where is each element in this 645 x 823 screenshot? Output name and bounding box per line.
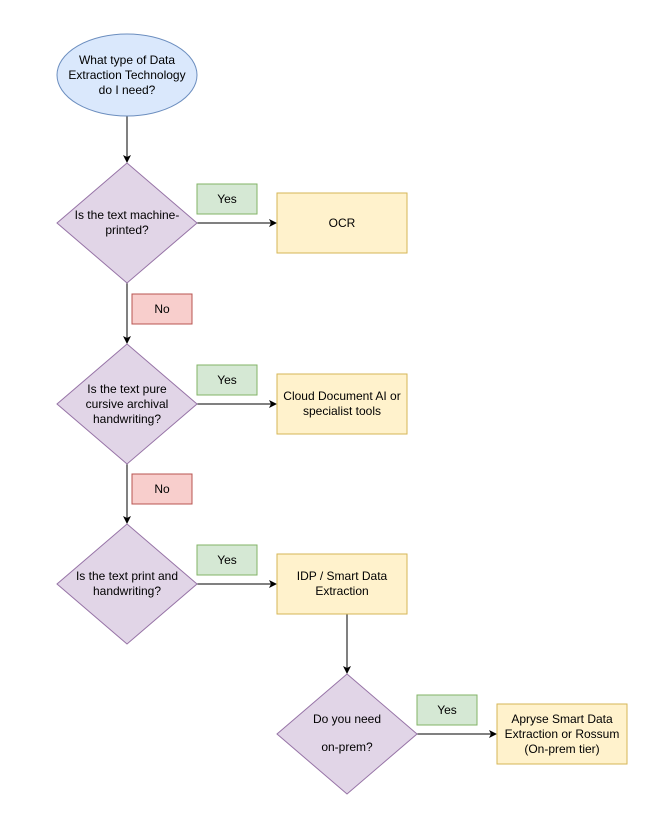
tag-yes-bg-2 [196,364,258,396]
decision-machine-printed [56,162,198,284]
decision-cursive-handwriting [56,343,198,465]
decision-print-and-handwriting [56,523,198,645]
tag-yes-bg-3 [196,544,258,576]
tag-yes-bg-4 [416,694,478,726]
tag-no-bg-2 [131,473,193,505]
decision-on-prem-label-line1: Do you need [312,711,382,726]
decision-on-prem-label-line2: on-prem? [321,739,373,754]
decision-on-prem [276,673,418,795]
result-apryse-rossum-label: Apryse Smart Data Extraction or Rossum (… [504,711,620,756]
result-idp [276,553,408,615]
tag-yes-2: Yes [217,373,237,387]
decision-print-and-handwriting-label: Is the text print and handwriting? [75,569,179,598]
tag-no-bg-1 [131,293,193,325]
tag-yes-4: Yes [437,703,457,717]
tag-yes-1: Yes [217,192,237,206]
result-ocr-label: OCR [328,215,356,230]
tag-no-1: No [154,302,170,316]
tag-no-2: No [154,482,170,496]
decision-machine-printed-label: Is the text machine-printed? [74,208,180,237]
result-idp-label: IDP / Smart Data Extraction [296,569,388,598]
tag-yes-bg-1 [196,183,258,215]
connector-group [123,116,497,738]
result-apryse-rossum [496,703,628,765]
result-cloud-document-ai [276,373,408,435]
tag-yes-3: Yes [217,553,237,567]
result-ocr [276,192,408,254]
decision-cursive-handwriting-label: Is the text pure cursive archival handwr… [85,381,169,426]
result-cloud-document-ai-label: Cloud Document AI or specialist tools [283,389,401,418]
start-node-label: What type of Data Extraction Technology … [68,52,186,97]
start-node [56,33,198,117]
